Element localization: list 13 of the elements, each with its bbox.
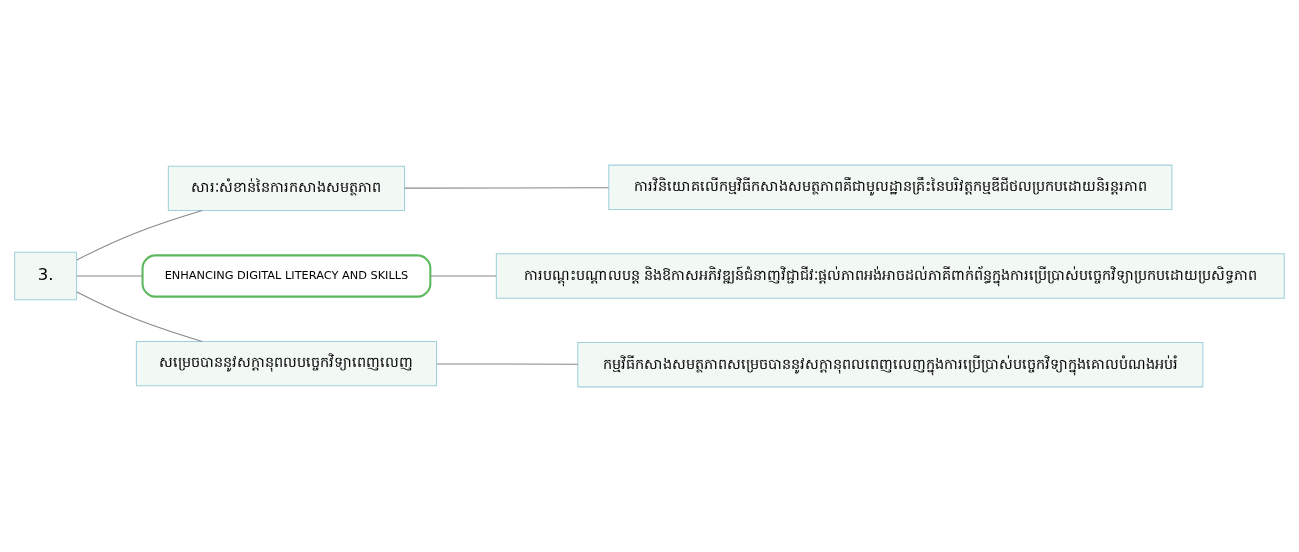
node-box: កម្មវិធីកសាងសមត្ថភាពសម្រេចបាននូវសក្តានុពលពេញលេញក្នុងការប្រើប្រាស់បច្ចេកវិទ្យាក្នុងគោលបំណងអប់រំ xyxy=(577,342,1204,388)
node-box: សម្រេចបាននូវសក្តានុពលបច្ចេកវិទ្យាពេញលេញ xyxy=(135,340,438,387)
node-box: សារៈសំខាន់នៃការកសាងសមត្ថភាព xyxy=(167,165,406,212)
connector xyxy=(404,187,609,189)
connector xyxy=(429,275,497,277)
node-box: ENHANCING DIGITAL LITERACY AND SKILLS xyxy=(141,254,432,298)
node-box: ការវិនិយោគលើកម្មវិធីកសាងសមត្ថភាពគឺជាមូលដ្ឋានគ្រឹះនៃបរិវត្តកម្មឌីជីថលប្រកបដោយនិរន្តរភាព xyxy=(608,164,1173,210)
connector xyxy=(76,291,203,342)
connector xyxy=(76,275,143,277)
node-box: 3. xyxy=(14,251,78,301)
node-box: ការបណ្តុះបណ្តាលបន្ត និងឱកាសអភិវឌ្ឍន៍ជំនាញវិជ្ជាជីវៈផ្តល់ភាពអង់អាចដល់ភាគីពាក់ព័ន្ធក្នុងការប្រើប្រាស់បច្ចេកវិទ្យាប្រកបដោយប្រសិទ្ធភាព xyxy=(495,253,1285,299)
connector xyxy=(76,210,203,261)
connector xyxy=(436,363,579,365)
